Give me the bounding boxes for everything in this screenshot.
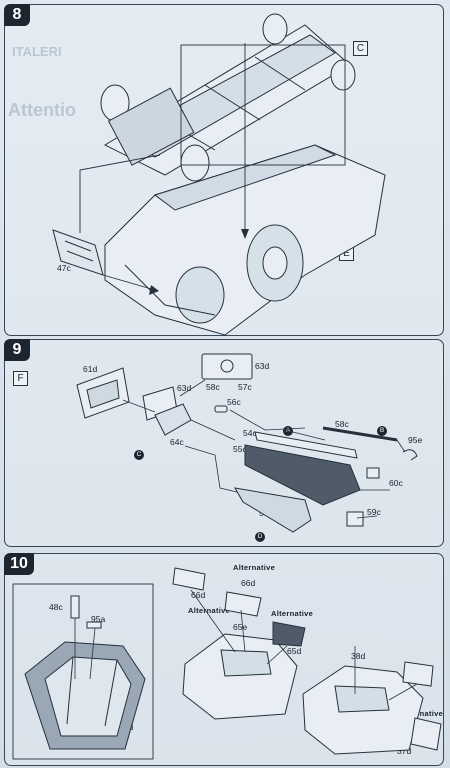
marker-c: C xyxy=(134,450,144,460)
part-label-61d: 61d xyxy=(83,364,98,374)
part-label-59c: 59c xyxy=(367,507,381,517)
part-label-37d-b: 37d xyxy=(397,746,412,756)
part-label-65d: 65d xyxy=(287,646,302,656)
bleed-through-brand: ITALERI xyxy=(12,44,62,59)
turret-drawing xyxy=(12,567,442,760)
bleed-through-heading: Attentio xyxy=(8,100,76,120)
alternative-label-2: Alternative xyxy=(188,606,231,615)
part-label-54c: 54c xyxy=(243,428,257,438)
alternative-label-1: Alternative xyxy=(233,563,276,572)
part-label-65e: 65e xyxy=(233,622,248,632)
subassembly-f-label: F xyxy=(13,371,28,386)
subassembly-c-label: C xyxy=(353,41,368,56)
part-label-55c: 55c xyxy=(233,444,247,454)
part-label-56c: 56c xyxy=(227,397,241,407)
part-label-66d-b: 66d xyxy=(241,578,256,588)
part-label-58c-a: 58c xyxy=(206,382,220,392)
marker-d: D xyxy=(255,532,265,542)
alternative-label-4: Alternative xyxy=(401,709,444,718)
part-label-95e: 95e xyxy=(408,435,423,445)
step-10-number: 10 xyxy=(4,553,34,575)
alternative-label-3: Alternative xyxy=(271,609,314,618)
step-10-panel: 10 48c 95a 47d 66d 66d 65e 65d 38d 37d 3… xyxy=(4,553,444,766)
chassis-drawing xyxy=(52,13,386,336)
part-label-47c: 47c xyxy=(57,263,71,273)
part-label-64c: 64c xyxy=(170,437,184,447)
step-8-number: 8 xyxy=(4,4,30,26)
part-label-63d-a: 63d xyxy=(177,383,192,393)
step-9-panel: 9 F 61d 63d 58c 57c 63d 64c 56c 54c 55c … xyxy=(4,339,444,547)
part-label-57c-a: 57c xyxy=(238,382,252,392)
part-label-38d: 38d xyxy=(351,651,366,661)
step-8-panel: 8 C E 47c xyxy=(4,4,444,336)
part-label-95a: 95a xyxy=(91,614,106,624)
part-label-60c: 60c xyxy=(389,478,403,488)
part-label-48c: 48c xyxy=(49,602,63,612)
marker-b: B xyxy=(377,426,387,436)
part-label-58c-b: 58c xyxy=(335,419,349,429)
part-label-63d-b: 63d xyxy=(255,361,270,371)
step-9-number: 9 xyxy=(4,339,30,361)
part-label-66d-a: 66d xyxy=(191,590,206,600)
gun-mount-drawing xyxy=(76,353,418,533)
